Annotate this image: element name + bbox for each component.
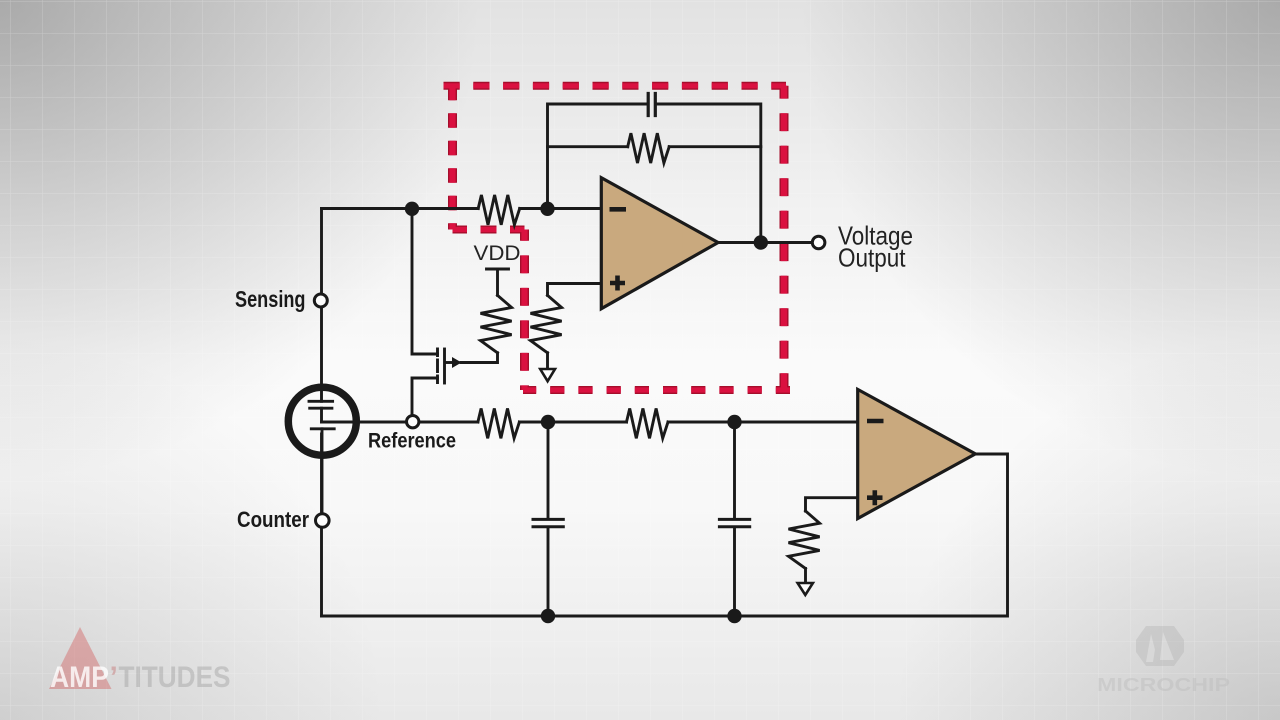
svg-text:Sensing: Sensing	[235, 286, 306, 312]
svg-text:TITUDES: TITUDES	[119, 661, 231, 694]
svg-text:Output: Output	[838, 242, 906, 272]
svg-text:AMP: AMP	[50, 661, 109, 694]
svg-text:’: ’	[110, 661, 118, 694]
svg-text:Voltage: Voltage	[838, 221, 913, 251]
svg-text:VDD: VDD	[474, 242, 521, 265]
svg-text:Counter: Counter	[237, 507, 309, 532]
svg-text:MICROCHIP: MICROCHIP	[1097, 675, 1230, 695]
svg-text:Reference: Reference	[368, 430, 456, 453]
